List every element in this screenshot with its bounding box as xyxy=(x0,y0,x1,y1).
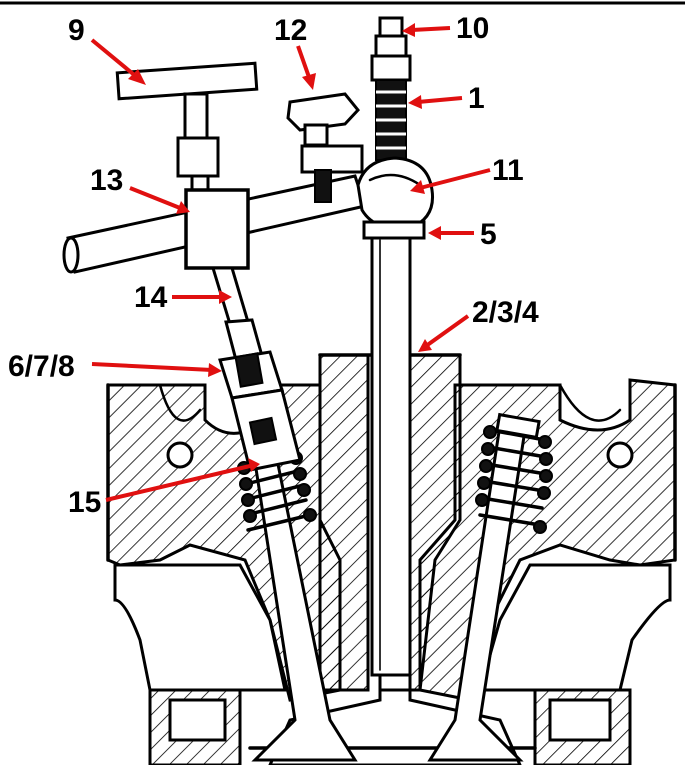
arrow-13 xyxy=(129,186,181,210)
label-5: 5 xyxy=(480,218,497,251)
label-13: 13 xyxy=(90,164,123,197)
arrow-15 xyxy=(105,464,251,502)
label-11: 11 xyxy=(492,154,524,187)
valve-guide-boss xyxy=(318,353,462,692)
threaded-rod xyxy=(370,16,412,161)
locking-knob xyxy=(356,156,435,240)
label-1: 1 xyxy=(468,82,485,115)
callout-labels: 9 12 10 1 11 13 5 14 2/3/4 6/7/8 15 xyxy=(8,12,539,519)
arrow-9 xyxy=(90,38,140,80)
label-12: 12 xyxy=(274,14,307,47)
central-rod xyxy=(370,233,412,677)
t-handle xyxy=(115,61,259,198)
inclined-rod xyxy=(210,266,302,472)
clamp-knob xyxy=(286,92,364,203)
label-14: 14 xyxy=(134,281,168,314)
label-10: 10 xyxy=(456,12,489,45)
arrow-678 xyxy=(91,362,213,372)
arrow-10 xyxy=(411,26,451,32)
arrow-12 xyxy=(296,45,312,81)
slide-block xyxy=(184,188,250,270)
label-15: 15 xyxy=(68,486,101,519)
right-valve-assembly xyxy=(427,412,553,762)
label-9: 9 xyxy=(68,14,85,47)
arrow-11 xyxy=(419,168,491,190)
label-678: 6/7/8 xyxy=(8,350,75,383)
callout-arrows xyxy=(90,23,491,502)
arrow-1 xyxy=(417,96,463,104)
arrow-234 xyxy=(424,314,470,348)
label-234: 2/3/4 xyxy=(472,296,539,329)
